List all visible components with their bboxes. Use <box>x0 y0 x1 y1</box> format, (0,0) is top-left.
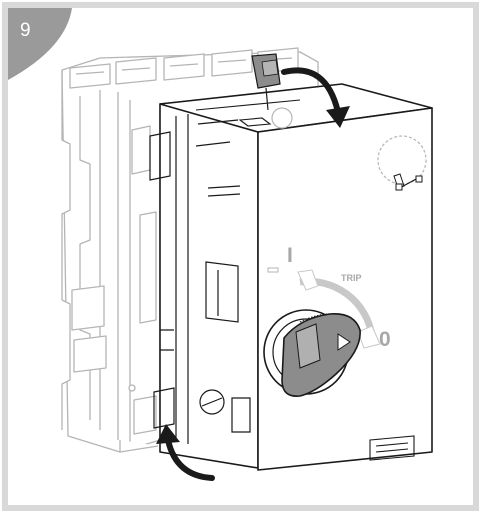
step-badge: 9 <box>8 8 72 80</box>
rear-breaker-unit <box>61 47 319 453</box>
top-face-details <box>195 99 301 127</box>
top-latch[interactable] <box>251 53 281 111</box>
triangle-icon <box>337 333 351 351</box>
lower-clip <box>199 107 293 415</box>
label-on-position: I <box>287 244 293 267</box>
indicator-window <box>267 267 279 273</box>
label-trip-position: TRIP <box>341 273 362 283</box>
motor-starter-housing <box>159 83 433 471</box>
rotary-handle[interactable] <box>281 313 361 397</box>
arrow-rotate-bottom-icon <box>156 424 215 481</box>
label-off-position: 0 <box>379 328 391 351</box>
side-face-details <box>149 114 251 444</box>
arrow-rotate-top-icon <box>281 67 350 128</box>
step-number: 9 <box>20 20 31 41</box>
lower-terminal <box>369 435 415 461</box>
screwdriver-callout <box>377 135 427 191</box>
